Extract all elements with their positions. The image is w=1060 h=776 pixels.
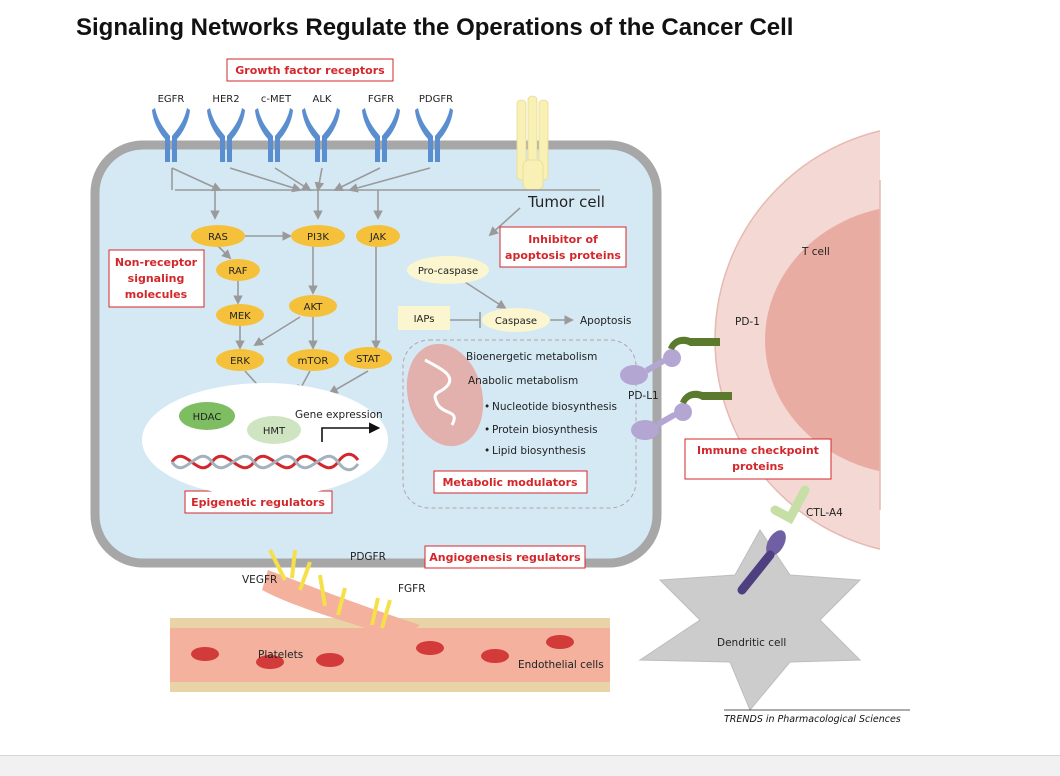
inhibitor-label-line2: apoptosis proteins — [505, 249, 621, 262]
node-jak: JAK — [369, 232, 387, 243]
receptor-names: EGFR HER2 c-MET ALK FGFR PDGFR — [158, 94, 454, 105]
pd-l1-icon — [620, 349, 692, 440]
metabolism-bullet: • — [484, 401, 490, 413]
inhibitor-label-line1: Inhibitor of — [528, 233, 598, 246]
node-ras: RAS — [208, 232, 228, 243]
immune-checkpoint-label-line1: Immune checkpoint — [697, 444, 819, 457]
footer-bar — [0, 755, 1060, 776]
iaps-box — [398, 306, 450, 330]
endothelial-label: Endothelial cells — [518, 659, 604, 671]
node-pi3k: PI3K — [307, 232, 329, 243]
signaling-nodes — [191, 225, 400, 371]
ctla4-label: CTL-A4 — [806, 507, 843, 519]
vegfr-receptor-icons — [268, 549, 392, 629]
node-raf: RAF — [228, 266, 247, 277]
receptor-label-her2: HER2 — [212, 94, 239, 105]
non-receptor-label-line3: molecules — [125, 288, 188, 301]
pd-1-icon — [668, 336, 732, 404]
metabolism-bullet: • — [484, 424, 490, 436]
pd-1-label: PD-1 — [735, 316, 760, 328]
fgfr-vessel-label: FGFR — [398, 583, 426, 595]
iaps-label: IAPs — [414, 314, 435, 325]
dna-helix-icon — [170, 452, 360, 472]
metabolic-modulators-label: Metabolic modulators — [442, 476, 578, 489]
growth-factor-receptors-label: Growth factor receptors — [235, 64, 385, 77]
mitochondrion-icon — [406, 343, 484, 447]
t-cell-label: T cell — [801, 246, 830, 258]
receptor-label-alk: ALK — [313, 94, 332, 105]
metabolism-item: Nucleotide biosynthesis — [492, 401, 617, 413]
bioenergetic-label: Bioenergetic metabolism — [466, 351, 597, 363]
caspase-label: Caspase — [495, 316, 537, 327]
cancer-signaling-diagram: Growth factor receptors Non-receptor sig… — [90, 58, 1060, 725]
angiogenesis-regulators-label: Angiogenesis regulators — [429, 551, 581, 564]
epigenetic-regulators-label: Epigenetic regulators — [191, 496, 325, 509]
metabolism-item: Lipid biosynthesis — [492, 445, 586, 457]
vegfr-label: VEGFR — [242, 574, 277, 586]
gene-expression-arrow-icon — [321, 422, 381, 442]
receptor-label-egfr: EGFR — [158, 94, 185, 105]
dendritic-cell-label: Dendritic cell — [717, 637, 786, 649]
receptor-label-pdgfr: PDGFR — [419, 94, 453, 105]
node-mtor: mTOR — [298, 356, 329, 367]
immune-checkpoint-label-line2: proteins — [732, 460, 784, 473]
page-title: Signaling Networks Regulate the Operatio… — [76, 14, 794, 41]
receptor-label-fgfr: FGFR — [368, 94, 394, 105]
procaspase-label: Pro-caspase — [418, 266, 478, 277]
metabolism-item: Protein biosynthesis — [492, 424, 598, 436]
hdac-node — [179, 402, 235, 430]
ctla4-icon — [737, 485, 810, 595]
anabolic-label: Anabolic metabolism — [468, 375, 578, 387]
gene-expression-label: Gene expression — [295, 409, 383, 421]
death-receptor-icon — [516, 95, 549, 191]
procaspase-node — [407, 256, 489, 284]
source-credit: TRENDS in Pharmacological Sciences — [724, 714, 901, 725]
apoptosis-label: Apoptosis — [580, 315, 631, 327]
non-receptor-label-line1: Non-receptor — [115, 256, 198, 269]
node-mek: MEK — [229, 311, 251, 322]
tumor-cell-label: Tumor cell — [527, 193, 605, 211]
receptor-label-cmet: c-MET — [261, 94, 292, 105]
non-receptor-label-line2: signaling — [128, 272, 185, 285]
metabolism-bullet: • — [484, 445, 490, 457]
blood-vessel — [170, 570, 610, 692]
dendritic-cell-body — [638, 529, 862, 711]
platelets-label: Platelets — [258, 649, 303, 661]
hdac-label: HDAC — [193, 412, 222, 423]
node-erk: ERK — [230, 356, 250, 367]
hmt-node — [247, 416, 301, 444]
caspase-node — [482, 308, 550, 332]
node-akt: AKT — [304, 302, 324, 313]
hmt-label: HMT — [263, 426, 286, 437]
node-stat: STAT — [356, 354, 381, 365]
growth-factor-receptor-icons — [152, 108, 453, 162]
pd-l1-label: PD-L1 — [628, 390, 659, 402]
pdgfr-vessel-label: PDGFR — [350, 551, 386, 563]
